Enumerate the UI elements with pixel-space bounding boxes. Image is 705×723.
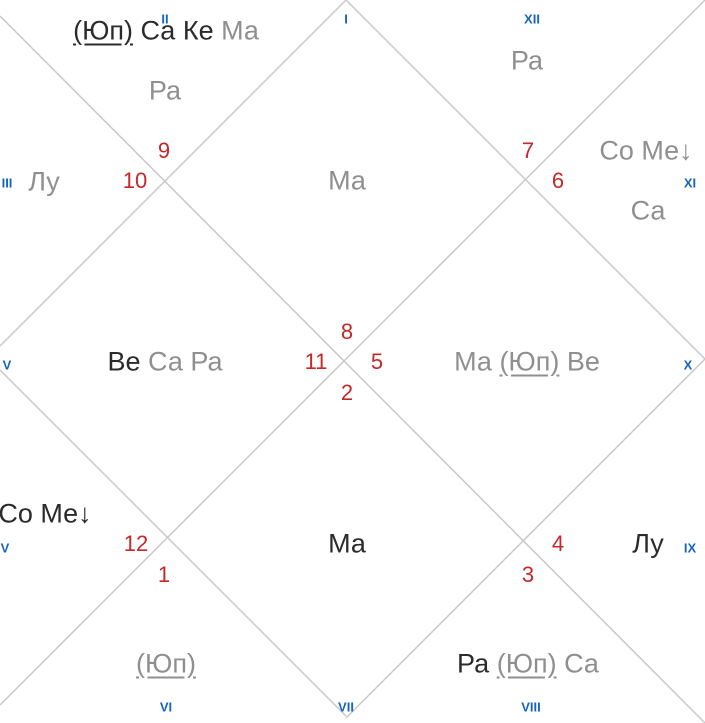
- roman-label-left-upper: III: [1, 175, 13, 191]
- house-number-8: 8: [340, 319, 354, 344]
- grid-line-6: [345, 358, 705, 719]
- house-number-7: 7: [521, 138, 535, 163]
- roman-label-left-middle: V: [2, 357, 12, 373]
- house-bottom-left: (Юп): [136, 648, 196, 679]
- house-number-3: 3: [521, 562, 535, 587]
- planet-label: Ра: [457, 648, 490, 679]
- roman-label-top-right: XII: [524, 11, 540, 27]
- planet-label: Со Ме↓: [0, 498, 92, 529]
- planet-label: (Юп): [496, 648, 557, 679]
- roman-label-bottom-center: VII: [338, 699, 354, 715]
- planet-label: Лу: [632, 528, 664, 559]
- house-right-upper-row1: Со Ме↓: [599, 135, 693, 166]
- house-number-4: 4: [551, 531, 565, 556]
- roman-label-right-middle: X: [683, 357, 693, 373]
- grid-line-5: [0, 369, 347, 717]
- grid-line-1: [0, 15, 705, 723]
- house-number-12: 12: [123, 531, 149, 556]
- roman-label-top-center: I: [344, 11, 348, 27]
- house-number-2: 2: [340, 380, 354, 405]
- house-number-6: 6: [551, 168, 565, 193]
- roman-label-bottom-left: VI: [159, 699, 173, 715]
- planet-label: Ве: [107, 346, 141, 377]
- planet-label: Ке: [182, 15, 214, 46]
- grid-line-4: [0, 0, 347, 347]
- planet-label: Ма: [221, 15, 259, 46]
- roman-label-bottom-right: VIII: [521, 699, 541, 715]
- roman-label-right-lower: IX: [683, 540, 697, 556]
- planet-label: Са: [630, 195, 666, 226]
- planet-label: Со Ме↓: [599, 135, 693, 166]
- planet-label: (Юп): [136, 648, 196, 679]
- roman-label-right-upper: XI: [683, 175, 697, 191]
- house-number-5: 5: [370, 349, 384, 374]
- roman-label-top-left: II: [161, 11, 169, 27]
- house-right-upper-row2: Са: [630, 195, 666, 226]
- planet-label: Са: [564, 648, 599, 679]
- planet-label: Са: [148, 346, 183, 377]
- house-bottom-center: Ма: [328, 528, 366, 559]
- house-number-11: 11: [304, 349, 328, 374]
- planet-label: (Юп): [499, 346, 560, 377]
- planet-label: Лу: [28, 166, 60, 197]
- grid-line-3: [345, 0, 705, 360]
- house-top-left-row1: (Юп) Са Ке Ма: [73, 15, 259, 46]
- roman-label-left-lower: V: [0, 540, 10, 556]
- house-top-right-row1: Ра: [510, 45, 544, 76]
- planet-label: (Юп): [73, 15, 133, 46]
- planet-label: Ра: [148, 75, 182, 106]
- house-right-center: Ма (Юп) Ве: [454, 346, 600, 377]
- planet-label: Ма: [328, 165, 366, 196]
- house-top-left-row2: Ра: [148, 75, 182, 106]
- house-left-center: Ве Са Ра: [107, 346, 223, 377]
- planet-label: Са: [140, 15, 176, 46]
- house-top-center: Ма: [328, 165, 366, 196]
- planet-label: Ве: [566, 346, 600, 377]
- grid-line-2: [0, 0, 705, 706]
- house-number-10: 10: [122, 168, 148, 193]
- planet-label: Ма: [454, 346, 492, 377]
- house-number-1: 1: [157, 562, 171, 587]
- planet-label: Ма: [328, 528, 366, 559]
- house-left-lower: Со Ме↓: [0, 498, 92, 529]
- house-right-lower: Лу: [632, 528, 664, 559]
- house-number-9: 9: [157, 138, 171, 163]
- planet-label: Ра: [510, 45, 544, 76]
- planet-label: Ра: [190, 346, 223, 377]
- house-left-upper: Лу: [28, 166, 60, 197]
- house-bottom-right: Ра (Юп) Са: [457, 648, 599, 679]
